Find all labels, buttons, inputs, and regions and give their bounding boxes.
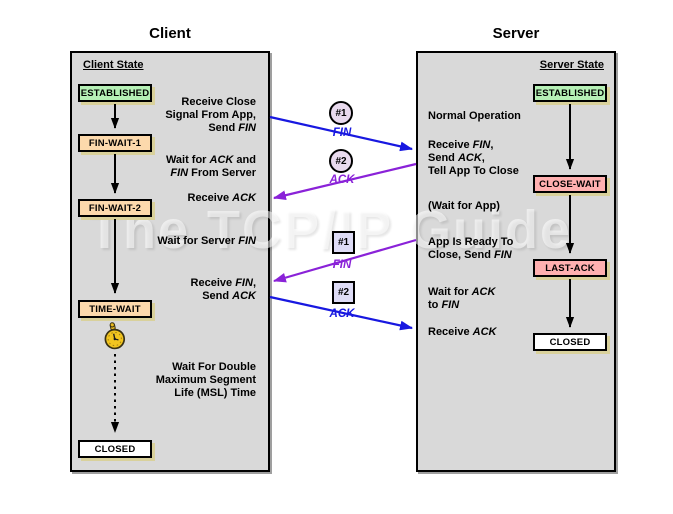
client-state-time-wait: TIME-WAIT <box>78 300 152 318</box>
message-label-fin-1: FIN <box>332 127 352 139</box>
client-state-established: ESTABLISHED <box>78 84 152 102</box>
client-title: Client <box>149 25 191 42</box>
server-state-header: Server State <box>539 59 604 71</box>
server-anno-normal-operation: Normal Operation <box>428 110 521 122</box>
message-badge-2-square: #2 <box>332 281 355 304</box>
server-state-last-ack: LAST-ACK <box>533 259 607 277</box>
server-state-established: ESTABLISHED <box>533 84 607 102</box>
message-label-fin-3: FIN <box>332 259 352 271</box>
message-label-ack-2: ACK <box>329 174 355 186</box>
message-badge-1-square: #1 <box>332 231 355 254</box>
client-state-fin-wait-2: FIN-WAIT-2 <box>78 199 152 217</box>
client-state-fin-wait-1: FIN-WAIT-1 <box>78 134 152 152</box>
server-anno-wait-for-app: (Wait for App) <box>428 200 500 212</box>
server-anno-receive-fin: Receive FIN,Send ACK,Tell App To Close <box>428 139 519 177</box>
client-anno-receive-ack: Receive ACK <box>187 192 257 204</box>
server-state-closed: CLOSED <box>533 333 607 351</box>
client-anno-receive-fin-send-ack: Receive FIN,Send ACK <box>190 277 256 302</box>
server-state-close-wait: CLOSE-WAIT <box>533 175 607 193</box>
client-panel <box>70 51 270 472</box>
stopwatch-timer-icon <box>104 322 126 350</box>
message-badge-2-circle: #2 <box>329 149 353 173</box>
server-title: Server <box>492 25 540 42</box>
client-state-header: Client State <box>83 59 144 71</box>
client-state-closed: CLOSED <box>78 440 152 458</box>
message-badge-1-circle: #1 <box>329 101 353 125</box>
server-anno-receive-ack: Receive ACK <box>428 326 497 338</box>
client-anno-wait-server-fin: Wait for Server FIN <box>157 235 256 247</box>
message-label-ack-4: ACK <box>329 308 355 320</box>
